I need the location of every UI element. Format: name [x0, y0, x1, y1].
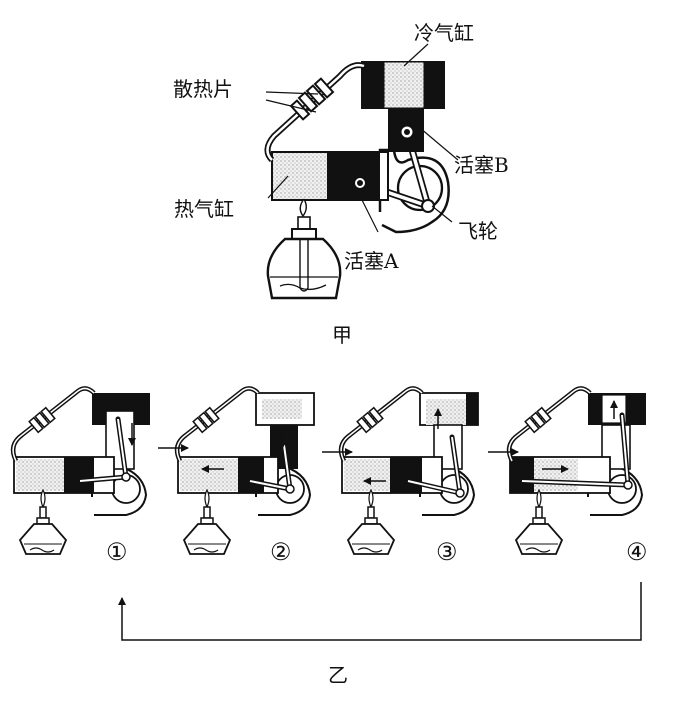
cycle-return-arrow	[118, 582, 642, 641]
label-heat-sink: 散热片	[173, 77, 233, 101]
figure-yi: ① ② ③ ④ 乙	[10, 386, 648, 687]
stage-3	[338, 386, 479, 555]
alcohol-lamp	[266, 198, 342, 300]
step-label-3: ③	[436, 540, 458, 566]
figure-jia: 冷气缸 散热片 活塞B 热气缸 飞轮 活塞A 甲	[173, 21, 509, 347]
caption-yi: 乙	[328, 663, 348, 687]
step-label-4: ④	[626, 540, 648, 566]
stage-2	[174, 386, 315, 555]
label-piston-a: 活塞A	[344, 249, 399, 273]
caption-jia: 甲	[332, 323, 352, 347]
label-hot-cylinder: 热气缸	[174, 197, 234, 221]
step-label-1: ①	[106, 540, 128, 566]
label-flywheel: 飞轮	[458, 219, 498, 243]
label-piston-b: 活塞B	[454, 153, 509, 177]
connecting-pipe	[264, 62, 365, 163]
step-label-2: ②	[270, 540, 292, 566]
stage-1	[10, 386, 150, 555]
heat-sink-fins	[289, 77, 335, 121]
hot-cylinder-block	[271, 151, 329, 201]
label-cold-cylinder: 冷气缸	[414, 21, 474, 45]
piston-a	[328, 152, 380, 200]
stage-4	[506, 386, 646, 555]
